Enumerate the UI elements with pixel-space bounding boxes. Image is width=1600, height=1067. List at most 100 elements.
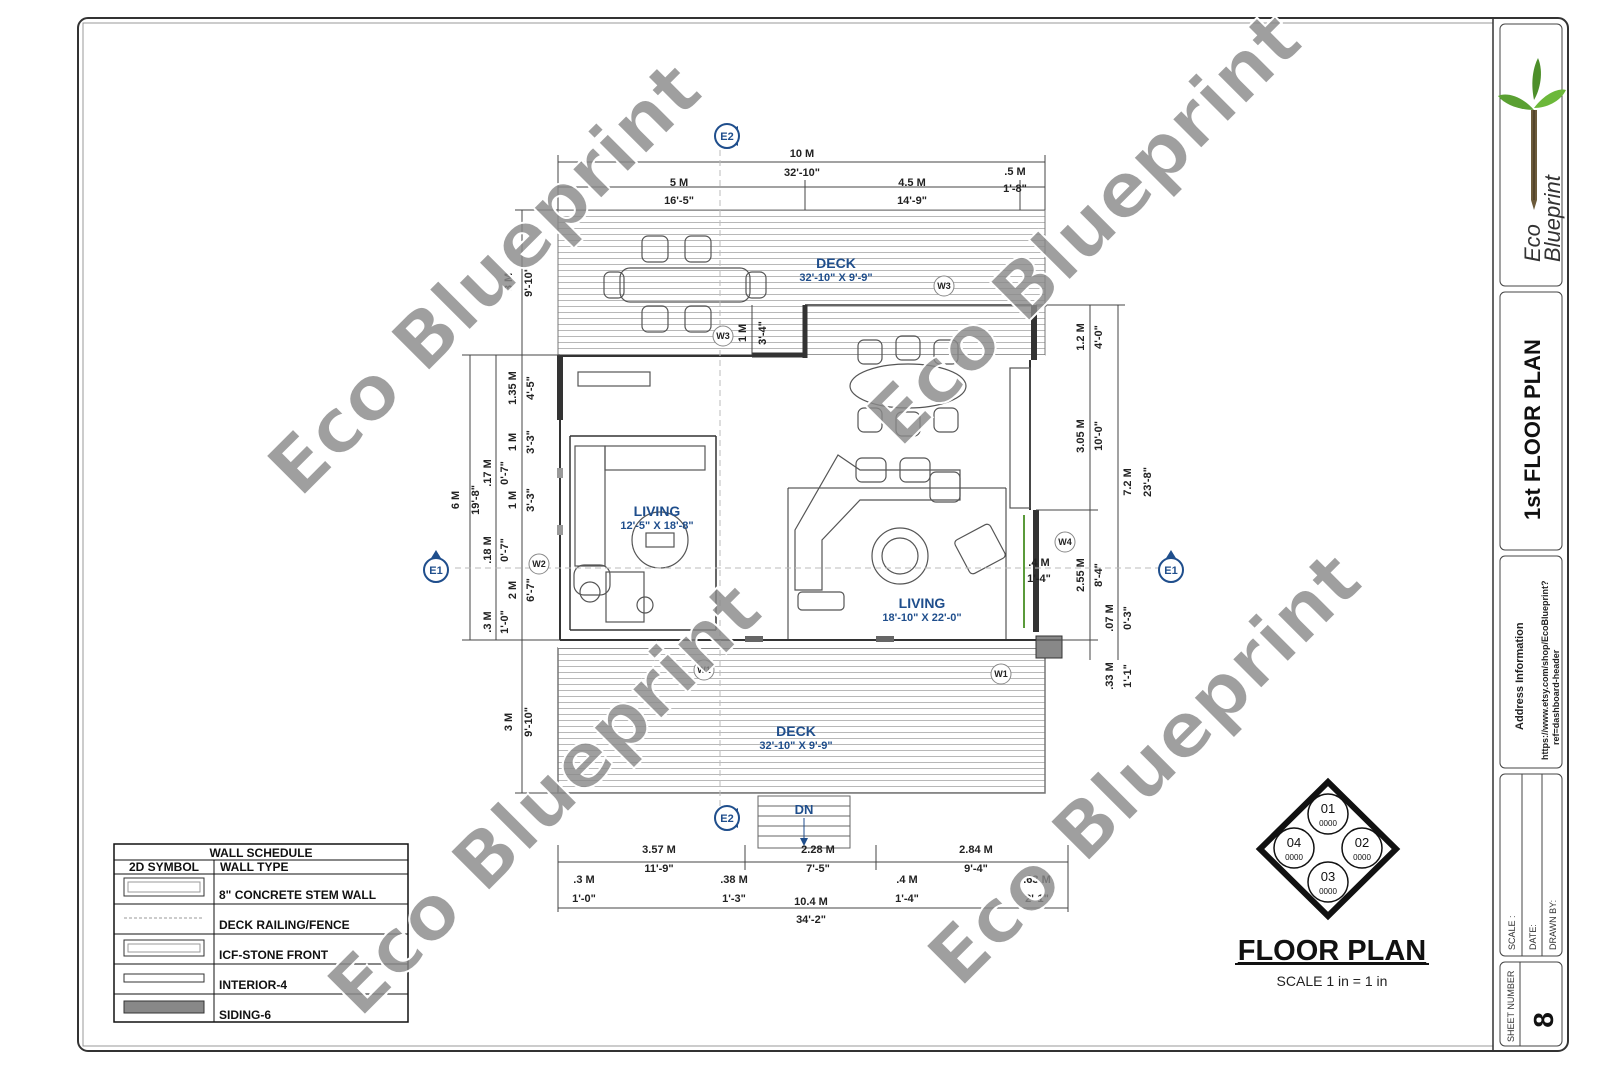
room-labels: DECK 32'-10" X 9'-9" LIVING 12'-5" X 18'…: [620, 255, 961, 817]
dim-right-r1-ft: 4'-0": [1093, 325, 1105, 349]
dim-left-overall-m: 6 M: [450, 491, 462, 509]
sheet-title: FLOOR PLAN: [1238, 935, 1427, 967]
kitchen-counter: [577, 371, 651, 387]
dim-left-s4-ft: 3'-3": [525, 488, 537, 512]
svg-text:0000: 0000: [1285, 853, 1303, 862]
house-walls: [557, 304, 1063, 659]
dim-bottom-e-ft: 1'-3": [722, 893, 746, 905]
stairs-label: DN: [795, 802, 814, 817]
dim-inner-ft: 3'-4": [757, 321, 769, 345]
wall-schedule-col-symbol: 2D SYMBOL: [129, 860, 199, 874]
dim-left-s2-m: 1 M: [507, 433, 519, 451]
wall-type-5: SIDING-6: [219, 1008, 271, 1022]
dim-top-b-m: 4.5 M: [898, 177, 926, 189]
deck-top: [557, 209, 1046, 356]
dim-bottom-overall-ft: 34'-2": [796, 914, 826, 926]
wall-type-2: DECK RAILING/FENCE: [219, 918, 350, 932]
deck-bottom-size: 32'-10" X 9'-9": [759, 740, 832, 752]
dim-bottom-g-ft: 2'-1": [1025, 893, 1049, 905]
svg-text:E2: E2: [720, 813, 733, 825]
dim-right-r2-ft: 10'-0": [1093, 421, 1105, 451]
dim-left-s3-ft: 0'-7": [499, 461, 511, 485]
wall-tag-w4: W4: [1054, 531, 1076, 553]
elevation-tag-e2-bottom: E2: [714, 805, 740, 831]
dim-bottom-a-ft: 11'-9": [644, 863, 673, 875]
dim-bottom-overall-m: 10.4 M: [794, 896, 828, 908]
dim-top-c-ft: 1'-8": [1003, 183, 1027, 195]
dim-left-s3-m: .17 M: [482, 459, 494, 487]
wall-type-3: ICF-STONE FRONT: [219, 948, 329, 962]
elevation-tag-e1-right: E1: [1158, 550, 1184, 583]
section-key: 01 0000 02 0000 03 0000 04 0000: [1255, 777, 1401, 921]
dim-top-a-m: 5 M: [670, 177, 688, 189]
dim-bottom-c-ft: 9'-4": [964, 863, 988, 875]
dim-left-deck-m: 3 M: [503, 273, 515, 291]
dim-bottom-f-ft: 1'-4": [895, 893, 919, 905]
elevation-tags: E2 E2 E1 E1: [423, 123, 1184, 831]
dim-left-s1-m: 1.35 M: [507, 371, 519, 405]
title-block: Eco Blueprint 1st FLOOR PLAN Address Inf…: [1492, 18, 1566, 1051]
svg-text:0000: 0000: [1319, 887, 1337, 896]
svg-text:E1: E1: [1164, 565, 1177, 577]
sheet-scale: SCALE 1 in = 1 in: [1277, 973, 1388, 989]
elevation-tag-e2-top: E2: [714, 123, 740, 149]
living-left-size: 12'-5" X 18'-8": [620, 520, 693, 532]
svg-text:03: 03: [1321, 869, 1335, 884]
dining-table: [849, 335, 967, 437]
plan-name-panel: [1499, 291, 1563, 551]
elevation-tag-e1-left: E1: [423, 550, 449, 583]
sheet-border: [77, 17, 1569, 1052]
dim-left-s1-ft: 4'-5": [525, 376, 537, 400]
dim-top-a-ft: 16'-5": [664, 195, 694, 207]
dim-left-s6-m: 2 M: [507, 581, 519, 599]
dim-right-win-ft: 1'-4": [1027, 573, 1051, 585]
svg-text:W4: W4: [1058, 537, 1072, 547]
dimension-lines: [455, 150, 1165, 912]
dim-left-overall-ft: 19'-8": [470, 485, 482, 515]
dim-top-c-m: .5 M: [1004, 166, 1025, 178]
dim-bottom-e-m: .38 M: [720, 874, 748, 886]
dim-right-r2-m: 3.05 M: [1075, 419, 1087, 453]
svg-text:W2: W2: [532, 559, 546, 569]
info-panel: [1499, 773, 1563, 957]
living-right-size: 18'-10" X 22'-0": [882, 612, 961, 624]
dim-bottom-a-m: 3.57 M: [642, 844, 676, 856]
dim-bottom-d-m: .3 M: [573, 874, 594, 886]
svg-text:E2: E2: [720, 131, 733, 143]
dim-right-r4-ft: 0'-3": [1122, 606, 1134, 630]
svg-text:01: 01: [1321, 801, 1335, 816]
svg-text:W3: W3: [716, 331, 730, 341]
svg-text:W3: W3: [937, 281, 951, 291]
dim-bottom-b-ft: 7'-5": [806, 863, 830, 875]
wall-type-1: 8" CONCRETE STEM WALL: [219, 888, 376, 902]
living-right-name: LIVING: [899, 595, 946, 611]
wall-tag-w2: W2: [528, 553, 550, 575]
dim-right-r5-m: .33 M: [1104, 662, 1116, 690]
scale-label: SCALE :: [1507, 915, 1517, 950]
sheet-number-panel: [1499, 961, 1563, 1047]
drawn-by-label: DRAWN BY:: [1548, 900, 1558, 950]
wall-schedule: WALL SCHEDULE 2D SYMBOL WALL TYPE 8" CON…: [113, 843, 409, 1023]
sprout-pencil-icon: [1498, 58, 1566, 210]
sheet-number: 8: [1528, 1012, 1559, 1028]
svg-text:0000: 0000: [1353, 853, 1371, 862]
dim-left-s6-ft: 6'-7": [525, 578, 537, 602]
wall-type-4: INTERIOR-4: [219, 978, 287, 992]
svg-text:04: 04: [1287, 835, 1301, 850]
wall-tag-w1-right: W1: [990, 663, 1012, 685]
dim-right-r3-m: 2.55 M: [1075, 558, 1087, 592]
dim-top-overall-ft: 32'-10": [784, 167, 820, 179]
logo-panel: [1499, 23, 1563, 287]
dim-bottom-b-m: 2.28 M: [801, 844, 835, 856]
top-dimensions: 10 M 32'-10" 5 M 16'-5" 4.5 M 14'-9" .5 …: [664, 148, 1027, 207]
logo-text-eco: Eco: [1520, 224, 1545, 262]
deck-bottom-name: DECK: [776, 723, 816, 739]
dim-right-overall-m: 7.2 M: [1122, 468, 1134, 496]
svg-text:W1: W1: [994, 669, 1008, 679]
dim-right-r5-ft: 1'-1": [1122, 664, 1134, 688]
stairs: [757, 795, 851, 849]
deck-top-name: DECK: [816, 255, 856, 271]
dim-left-deck2-ft: 9'-10": [523, 707, 535, 737]
dim-top-overall-m: 10 M: [790, 148, 814, 160]
